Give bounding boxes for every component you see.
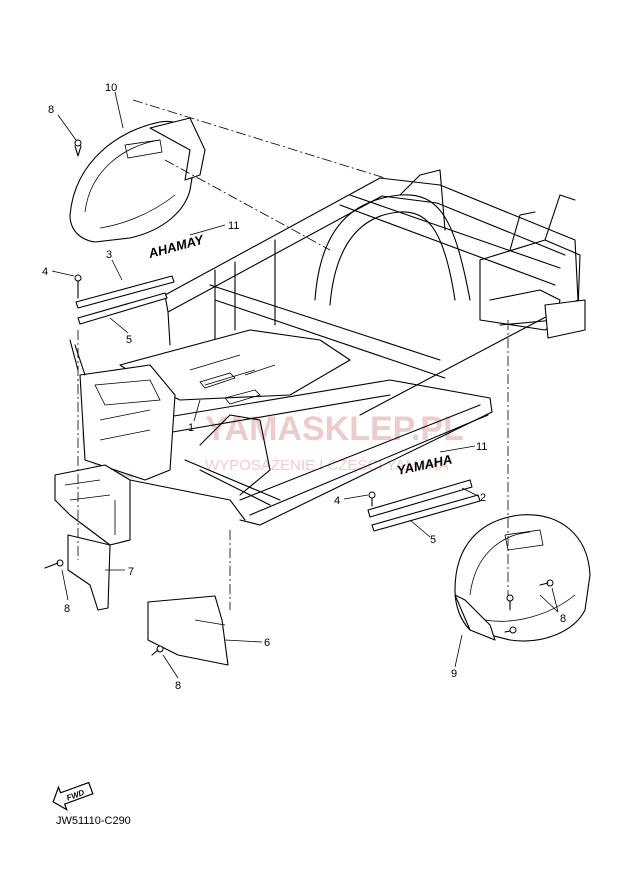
callout-9: 9	[451, 668, 457, 680]
callout-4: 4	[334, 495, 340, 507]
rear-fender-left	[69, 117, 206, 243]
rivet-icon	[151, 645, 164, 656]
callout-8: 8	[560, 613, 566, 625]
rivet-icon	[539, 579, 554, 587]
callout-4: 4	[42, 266, 48, 278]
watermark-title: YAMASKLEP.PL	[205, 410, 464, 448]
assembly-lines	[77, 99, 509, 610]
diagram-code: JW51110-C290	[56, 815, 131, 827]
rivet-icon	[506, 594, 514, 611]
rivets	[44, 139, 554, 656]
watermark-subtitle: WYPOSAŻENIE I CZĘŚCI YAMAHA	[205, 456, 449, 474]
callout-6: 6	[264, 637, 270, 649]
callouts: 10 8 11 3 4 5 1 11 2 4 5 7 8 6 8 8 9	[42, 82, 566, 692]
rivet-icon	[74, 274, 82, 299]
callout-11: 11	[228, 220, 239, 232]
side-protector-right	[367, 479, 481, 532]
callout-11: 11	[476, 441, 487, 453]
fwd-arrow-icon: FWD	[52, 781, 94, 812]
mud-guard	[147, 595, 229, 666]
callout-2: 2	[480, 492, 486, 504]
rivet-icon	[74, 139, 82, 157]
mud-flap	[67, 534, 111, 611]
rivet-icon	[504, 626, 517, 634]
callout-3: 3	[106, 249, 112, 261]
decal-left: AHAMAY	[146, 232, 206, 262]
side-protector-left	[75, 275, 175, 325]
callout-7: 7	[128, 566, 134, 578]
callout-8: 8	[48, 104, 54, 116]
callout-1: 1	[188, 422, 194, 434]
rivet-icon	[44, 559, 64, 569]
callout-5: 5	[430, 534, 436, 546]
leader-lines	[51, 91, 559, 679]
rivet-icon	[368, 491, 376, 507]
callout-8: 8	[64, 603, 70, 615]
rear-fender-right	[454, 514, 591, 642]
frame-assembly	[54, 169, 586, 546]
callout-8: 8	[175, 680, 181, 692]
callout-10: 10	[105, 82, 117, 94]
callout-5: 5	[126, 334, 132, 346]
